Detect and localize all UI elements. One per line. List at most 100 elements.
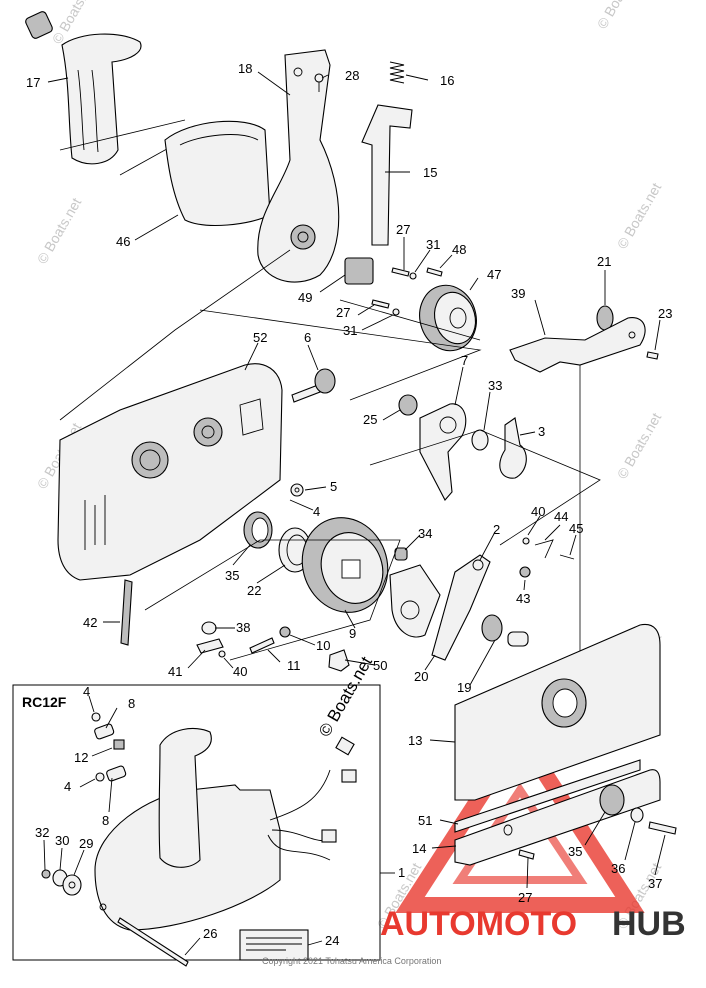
inset-callout-29: 29	[79, 836, 93, 851]
part-25-bushing	[398, 394, 418, 416]
callout-5: 5	[330, 479, 337, 494]
part-11-bolt	[249, 637, 275, 654]
callout-35: 35	[225, 568, 239, 583]
callout-46: 46	[116, 234, 130, 249]
watermark: © Boats.net	[594, 0, 645, 32]
callout-45: 45	[569, 521, 583, 536]
part-2-arm	[431, 554, 491, 661]
part-33-washer	[471, 429, 489, 451]
part-49-block	[344, 257, 374, 285]
part-20-plate	[389, 564, 441, 638]
callout-47: 47	[487, 267, 501, 282]
logo-text-automoto: AUTOMOTO	[380, 905, 577, 943]
callout-14: 14	[412, 841, 426, 856]
callout-34: 34	[418, 526, 432, 541]
part-18-lever	[257, 49, 340, 283]
inset-callout-4: 4	[64, 779, 71, 794]
part-6-bolt	[291, 368, 336, 403]
callout-4: 4	[313, 504, 320, 519]
callout-42: 42	[83, 615, 97, 630]
callout-36: 36	[611, 861, 625, 876]
callout-9: 9	[349, 626, 356, 641]
part-41-clip	[196, 638, 226, 658]
part-9-gear	[301, 517, 389, 613]
inset-callout-30: 30	[55, 833, 69, 848]
watermark: © Boats.net	[614, 410, 665, 482]
callout-49: 49	[298, 290, 312, 305]
callout-27: 27	[336, 305, 350, 320]
callout-17: 17	[26, 75, 40, 90]
inset-callout-8: 8	[128, 696, 135, 711]
callout-48: 48	[452, 242, 466, 257]
part-47-cam	[419, 284, 477, 352]
callout-19: 19	[457, 680, 471, 695]
callout-37: 37	[648, 876, 662, 891]
logo-text-hub: HUB	[612, 905, 686, 943]
inset-callout-26: 26	[203, 926, 217, 941]
callout-7: 7	[461, 353, 468, 368]
callout-22: 22	[247, 583, 261, 598]
callout-10: 10	[316, 638, 330, 653]
inset-callout-12: 12	[74, 750, 88, 765]
part-42-strip	[120, 579, 133, 646]
part-15-link	[361, 104, 413, 246]
callout-39: 39	[511, 286, 525, 301]
callout-6: 6	[304, 330, 311, 345]
part-16-spring	[389, 61, 405, 84]
part-50-bracket	[328, 649, 350, 672]
callout-2: 2	[493, 522, 500, 537]
inset-callout-32: 32	[35, 825, 49, 840]
part-19-bushing	[481, 614, 529, 647]
leader-lines	[43, 71, 666, 956]
callout-38: 38	[236, 620, 250, 635]
callout-35: 35	[568, 844, 582, 859]
part-52-housing	[57, 363, 283, 581]
callout-33: 33	[488, 378, 502, 393]
callout-44: 44	[554, 509, 568, 524]
inset-callout-24: 24	[325, 933, 339, 948]
callout-31: 31	[426, 237, 440, 252]
part-39-bracket	[509, 305, 659, 373]
callout-16: 16	[440, 73, 454, 88]
part-35-ring	[243, 511, 273, 549]
callout-52: 52	[253, 330, 267, 345]
callout-1: 1	[398, 865, 405, 880]
callout-23: 23	[658, 306, 672, 321]
callout-11: 11	[287, 658, 301, 673]
watermark: © Boats.net	[34, 195, 85, 267]
inset-title: RC12F	[22, 694, 67, 710]
part-17-grip	[25, 11, 142, 165]
inset-control-box	[94, 728, 357, 967]
callout-40: 40	[531, 504, 545, 519]
callout-3: 3	[538, 424, 545, 439]
callout-18: 18	[238, 61, 252, 76]
part-13-plate	[454, 623, 661, 801]
watermark: © Boats.net	[614, 180, 665, 252]
part-7-plate	[419, 403, 467, 501]
callout-27: 27	[518, 890, 532, 905]
copyright-text: Copyright 2021 Tohatsu America Corporati…	[262, 956, 441, 966]
callout-27: 27	[396, 222, 410, 237]
part-51-strip	[454, 759, 641, 833]
inset-frame	[12, 684, 381, 961]
callout-15: 15	[423, 165, 437, 180]
inset-callout-8: 8	[102, 813, 109, 828]
part-35b-36-37-hardware	[518, 784, 677, 860]
callout-labels: 17 18 28 16 15 46 27 31 48 47 49 27 31 2…	[26, 61, 672, 948]
inset-callout-4: 4	[83, 684, 90, 699]
callout-20: 20	[414, 669, 428, 684]
inset-small-parts	[41, 712, 127, 896]
callout-50: 50	[373, 658, 387, 673]
part-43-44-45-spring	[519, 537, 575, 578]
screws-27-31-48	[371, 267, 443, 316]
callout-13: 13	[408, 733, 422, 748]
callout-21: 21	[597, 254, 611, 269]
part-5-clip	[290, 483, 304, 497]
part-10-nut	[279, 626, 291, 638]
callout-51: 51	[418, 813, 432, 828]
callout-31: 31	[343, 323, 357, 338]
part-3-lever	[499, 417, 527, 479]
part-46-cover	[164, 120, 271, 226]
